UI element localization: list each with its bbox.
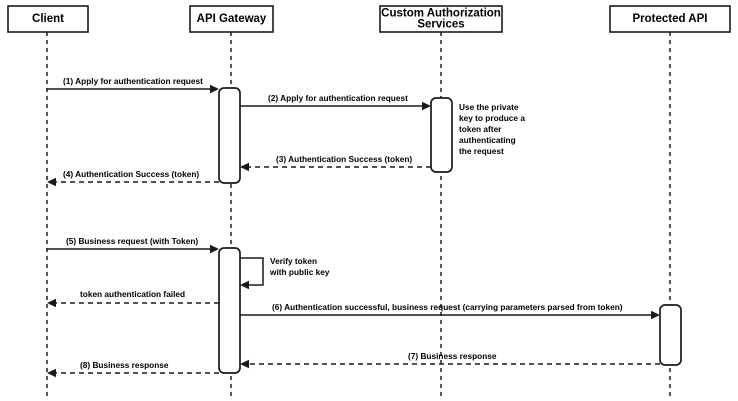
message-arrowhead-7 <box>240 359 249 369</box>
message-arrowhead-1 <box>210 84 219 94</box>
activation-bar-prot-act-1[interactable] <box>659 304 682 366</box>
message-7[interactable]: (7) Business response <box>240 351 660 369</box>
message-label-3: (3) Authentication Success (token) <box>276 154 412 164</box>
participant-box-gateway[interactable] <box>189 5 274 33</box>
message-arrowhead-4 <box>47 177 56 187</box>
message-1[interactable]: (1) Apply for authentication request <box>47 76 219 94</box>
message-label-8: (8) Business response <box>80 360 169 370</box>
message-arrowhead-6 <box>651 310 660 320</box>
message-label-1: (1) Apply for authentication request <box>63 76 203 86</box>
self-message-arrowhead-verify-token <box>240 280 249 290</box>
message-label-5: (5) Business request (with Token) <box>66 236 198 246</box>
message-arrowhead-5 <box>210 244 219 254</box>
participant-client[interactable]: Client <box>7 5 89 399</box>
message-arrowhead-3 <box>240 162 249 172</box>
message-label-7: (7) Business response <box>408 351 497 361</box>
participant-box-authsvc[interactable] <box>379 5 503 33</box>
activation-bar-gw-act-1[interactable] <box>218 87 241 184</box>
message-3[interactable]: (3) Authentication Success (token) <box>240 154 431 172</box>
self-message-path-verify-token <box>240 257 264 286</box>
message-arrowhead-8 <box>47 368 56 378</box>
participant-box-client[interactable] <box>7 5 89 33</box>
messages-layer: (1) Apply for authentication request (2) … <box>47 76 660 378</box>
message-6[interactable]: (6) Authentication successful, business … <box>240 302 660 320</box>
message-label-4: (4) Authentication Success (token) <box>63 169 199 179</box>
participant-label-gateway: API Gateway <box>197 13 267 25</box>
message-arrowhead-2 <box>422 101 431 111</box>
message-2[interactable]: (2) Apply for authentication request <box>240 93 431 111</box>
message-label-fail: token authentication failed <box>80 289 185 299</box>
participant-label-client: Client <box>32 13 64 25</box>
activation-bar-auth-act-1[interactable] <box>430 97 453 173</box>
message-8[interactable]: (8) Business response <box>47 360 219 378</box>
message-label-6: (6) Authentication successful, business … <box>272 302 623 312</box>
participant-box-protected[interactable] <box>609 5 731 33</box>
participant-protected[interactable]: Protected API <box>609 5 731 399</box>
message-label-2: (2) Apply for authentication request <box>268 93 408 103</box>
participant-label-protected: Protected API <box>633 13 708 25</box>
message-4[interactable]: (4) Authentication Success (token) <box>47 169 219 187</box>
activations-layer <box>218 87 682 374</box>
message-fail[interactable]: token authentication failed <box>47 289 219 308</box>
message-arrowhead-fail <box>47 298 56 308</box>
activation-bar-gw-act-2[interactable] <box>218 247 241 374</box>
message-5[interactable]: (5) Business request (with Token) <box>47 236 219 254</box>
